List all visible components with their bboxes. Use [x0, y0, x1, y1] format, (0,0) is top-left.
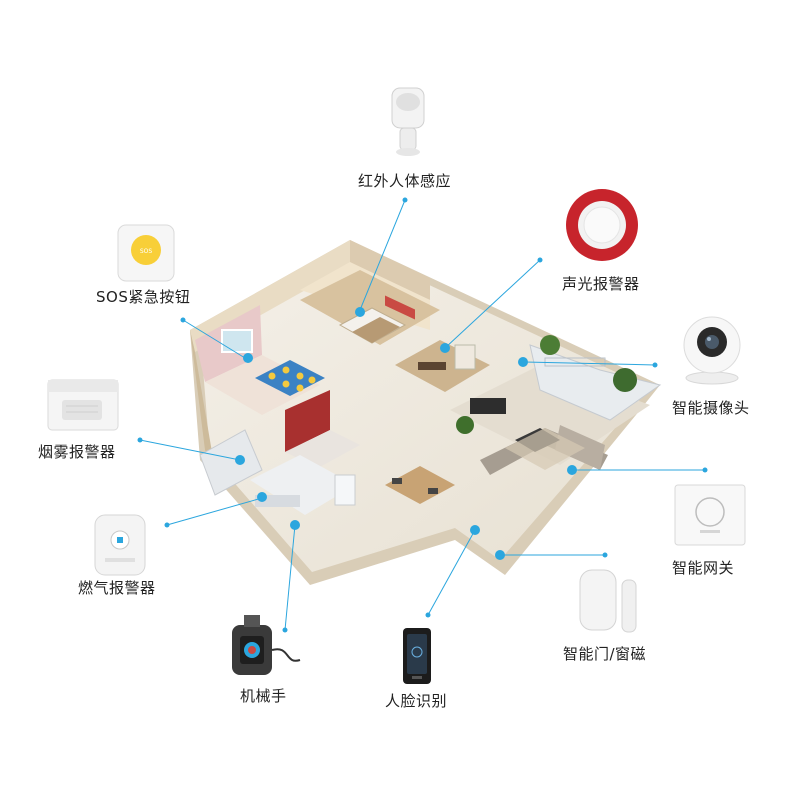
gas-alarm-icon: [94, 514, 146, 576]
face-recognition-icon: [403, 628, 431, 684]
node-dot: [282, 627, 288, 633]
smoke-detector-icon: [47, 379, 119, 431]
node-dot: [402, 197, 408, 203]
plant: [456, 416, 474, 434]
pir-motion-sensor-icon: [391, 87, 425, 156]
study-desk: [418, 362, 446, 370]
smart-camera-icon: [683, 316, 741, 385]
plant: [613, 368, 637, 392]
door-window-sensor-icon: [579, 569, 637, 633]
node-dot: [355, 307, 365, 317]
tv-unit: [470, 398, 506, 414]
plant: [540, 335, 560, 355]
label-gas: 燃气报警器: [78, 579, 156, 597]
node-dot: [470, 525, 480, 535]
bed-blanket: [352, 317, 400, 343]
connector-dots: [137, 197, 708, 633]
dining-table: [385, 466, 455, 504]
label-sos: SOS紧急按钮: [96, 288, 191, 306]
node-dot: [702, 467, 708, 473]
dining-chair: [392, 478, 402, 484]
connector-siren: [444, 259, 541, 349]
play-mat: [255, 360, 325, 396]
label-gateway: 智能网关: [672, 559, 735, 577]
label-smoke: 烟雾报警器: [38, 443, 116, 461]
node-dot: [518, 357, 528, 367]
node-dot: [495, 550, 505, 560]
connector-pir: [359, 199, 406, 311]
connector-smoke: [139, 439, 241, 461]
bedroom-painting: [385, 295, 415, 320]
node-dot: [137, 437, 143, 443]
sos-badge-text: SOS: [140, 248, 153, 255]
label-face: 人脸识别: [385, 692, 448, 710]
kids-room-floor: [205, 355, 320, 415]
kids-room-window: [221, 329, 253, 353]
connector-lines: [139, 199, 705, 631]
house-floorplan: [190, 240, 662, 585]
node-dot: [180, 317, 186, 323]
label-siren: 声光报警器: [562, 275, 640, 293]
node-dot: [440, 343, 450, 353]
connector-camera: [524, 361, 656, 366]
node-dot: [537, 257, 543, 263]
node-dot: [652, 362, 658, 368]
node-dot: [243, 353, 253, 363]
label-pir: 红外人体感应: [358, 172, 452, 190]
back-wall-right: [350, 240, 430, 300]
node-dot: [567, 465, 577, 475]
kitchen-floor: [250, 455, 355, 515]
label-valve: 机械手: [240, 687, 287, 705]
left-balcony: [199, 429, 263, 496]
fridge: [334, 474, 356, 506]
node-dot: [602, 552, 608, 558]
connector-face: [427, 529, 476, 616]
connector-gas: [166, 497, 263, 526]
left-wall: [190, 330, 215, 470]
node-dot: [290, 520, 300, 530]
label-camera: 智能摄像头: [672, 399, 750, 417]
sos-button-icon: SOS: [117, 224, 175, 282]
siren-alarm-icon: [566, 189, 638, 261]
node-dot: [235, 455, 245, 465]
label-door: 智能门/窗磁: [563, 645, 647, 663]
connector-valve: [284, 524, 296, 631]
study-bookcase: [454, 344, 476, 370]
smart-gateway-icon: [674, 484, 746, 546]
valve-manipulator-icon: [232, 615, 301, 675]
node-dot: [425, 612, 431, 618]
rug: [505, 428, 585, 470]
bedroom-floor: [300, 270, 440, 345]
node-dot: [164, 522, 170, 528]
connector-sos: [182, 319, 246, 359]
bathroom-wall: [285, 390, 330, 452]
node-dot: [257, 492, 267, 502]
dining-chair: [428, 488, 438, 494]
